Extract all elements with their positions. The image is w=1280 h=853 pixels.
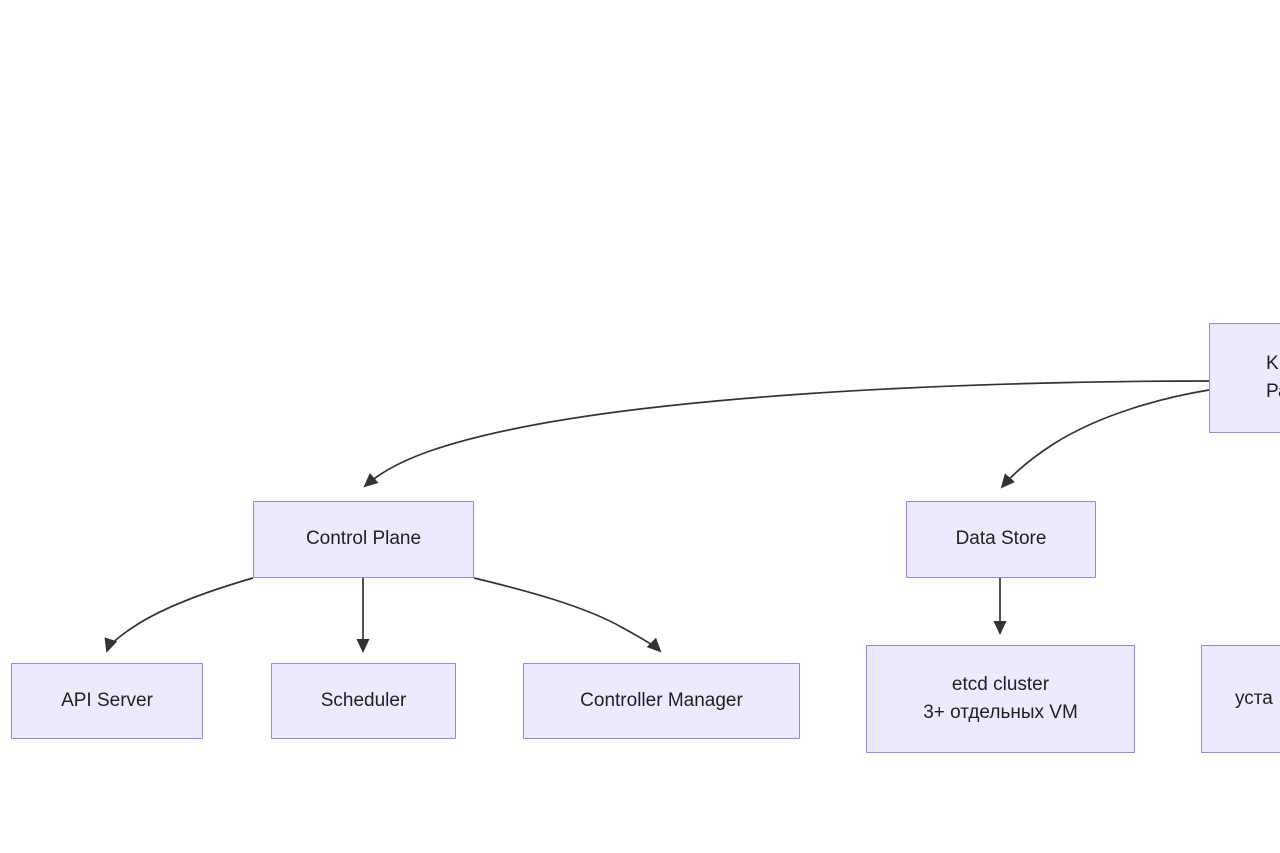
node-install-target-label: уста — [1235, 687, 1273, 709]
node-cluster-topology-line-1: K — [1266, 352, 1279, 374]
node-controller-manager-label: Controller Manager — [580, 689, 743, 711]
edge-cluster-topology-to-control-plane — [363, 380, 1210, 488]
node-data-store-label: Data Store — [955, 528, 1047, 550]
edge-cluster-topology-to-data-store — [1000, 389, 1210, 489]
node-control-plane-label: Control Plane — [305, 528, 422, 550]
edge-control-plane-to-api-server — [104, 577, 254, 653]
node-api-server[interactable]: API Server — [11, 663, 203, 739]
node-install-target[interactable]: уста — [1201, 645, 1280, 753]
node-api-server-label: API Server — [61, 689, 153, 711]
node-cluster-topology[interactable]: K Раз — [1209, 323, 1280, 433]
node-control-plane[interactable]: Control Plane — [253, 501, 474, 578]
node-controller-manager[interactable]: Controller Manager — [523, 663, 800, 739]
node-scheduler[interactable]: Scheduler — [271, 663, 456, 739]
node-cluster-topology-line-2: Раз — [1266, 381, 1280, 402]
node-etcd-cluster[interactable]: etcd cluster 3+ отдельных VM — [866, 645, 1135, 753]
node-data-store[interactable]: Data Store — [906, 501, 1096, 578]
node-etcd-cluster-line-2: 3+ отдельных VM — [923, 702, 1078, 723]
edge-control-plane-to-controller-manager — [473, 577, 662, 653]
node-etcd-cluster-line-1: etcd cluster — [951, 673, 1050, 695]
node-scheduler-label: Scheduler — [320, 689, 407, 711]
